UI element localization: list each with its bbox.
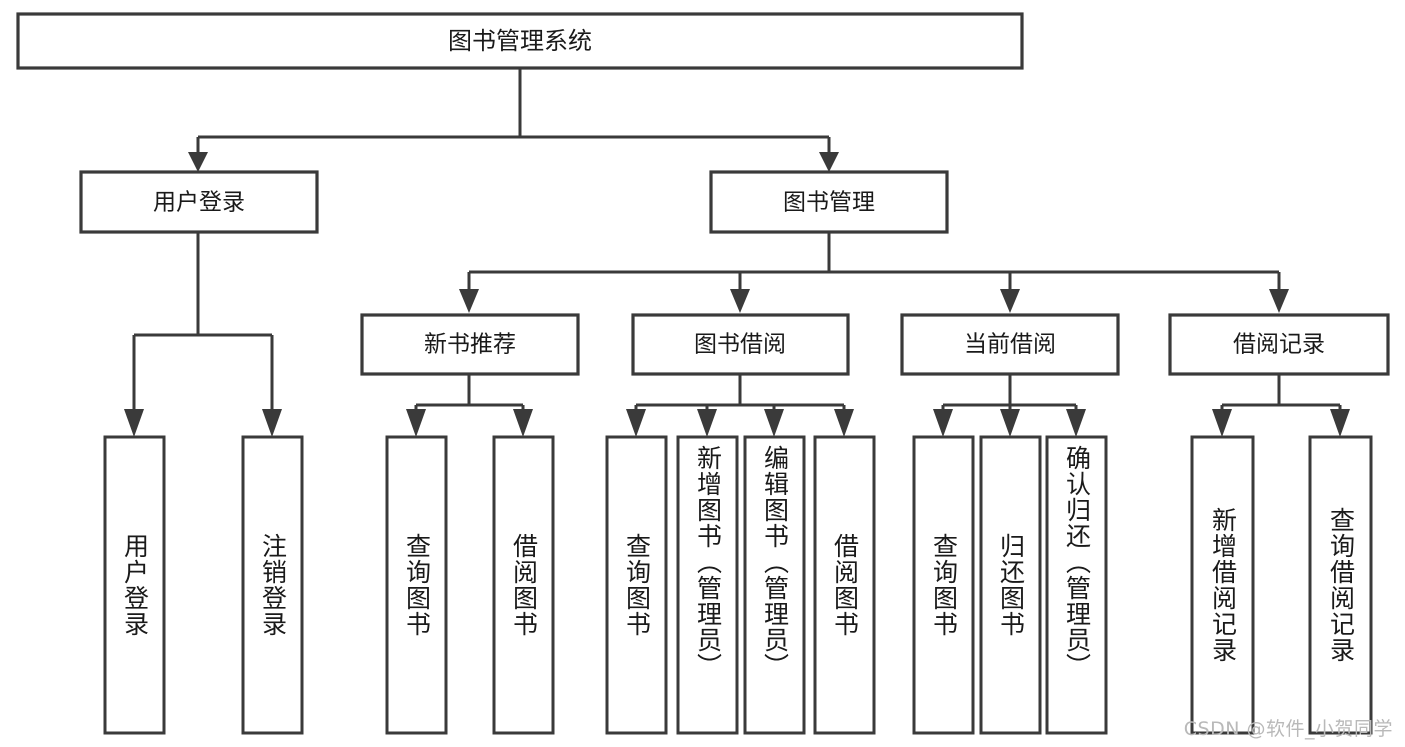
leaf-add-book-box[interactable] <box>676 435 739 735</box>
arrowhead-leaf-logout <box>262 409 282 437</box>
leaf-add-record-box[interactable] <box>1190 435 1255 735</box>
leaf-query-book-3[interactable]: 查询图书 <box>914 437 973 733</box>
new-book-recommend-label: 新书推荐 <box>424 332 516 358</box>
arrowhead-new-book-recommend <box>459 289 479 313</box>
node-user-login[interactable]: 用户登录 <box>79 170 319 234</box>
user-login-box[interactable] <box>79 170 319 234</box>
leaf-logout-label: 注销登录 <box>258 533 288 637</box>
leaf-borrow-book-1-label: 借阅图书 <box>509 533 539 637</box>
node-book-borrow[interactable]: 图书借阅 <box>631 313 850 376</box>
leaf-query-book-3-label: 查询图书 <box>929 533 959 637</box>
node-new-book-recommend[interactable]: 新书推荐 <box>360 313 580 376</box>
book-borrow-box[interactable] <box>631 313 850 376</box>
leaf-confirm-return-label: 确认归还（管理员） <box>1062 445 1092 679</box>
arrowhead-leaf-add-book <box>697 409 717 437</box>
leaf-query-record[interactable]: 查询借阅记录 <box>1310 437 1371 733</box>
leaf-confirm-return-box[interactable] <box>1045 435 1108 735</box>
leaf-borrow-book-2[interactable]: 借阅图书 <box>815 437 874 733</box>
leaf-query-book-1[interactable]: 查询图书 <box>387 437 446 733</box>
user-login-label: 用户登录 <box>153 190 245 216</box>
borrow-record-box[interactable] <box>1168 313 1390 376</box>
leaf-edit-book-box[interactable] <box>743 435 806 735</box>
new-book-recommend-box[interactable] <box>360 313 580 376</box>
leaf-query-book-2-box[interactable] <box>605 435 668 735</box>
leaf-query-book-2[interactable]: 查询图书 <box>607 437 666 733</box>
leaf-rect-layer <box>103 435 1373 735</box>
leaf-add-book-label: 新增图书（管理员） <box>693 445 723 679</box>
arrowhead-leaf-borrow-book-1 <box>513 409 533 437</box>
leaf-return-book[interactable]: 归还图书 <box>981 437 1040 733</box>
arrowhead-current-borrow <box>1000 289 1020 313</box>
arrowhead-leaf-confirm-return <box>1066 409 1086 437</box>
node-borrow-record[interactable]: 借阅记录 <box>1168 313 1390 376</box>
leaf-add-record-label: 新增借阅记录 <box>1208 507 1238 663</box>
leaf-borrow-book-2-box[interactable] <box>813 435 876 735</box>
arrowhead-leaf-add-record <box>1212 409 1232 437</box>
node-root[interactable]: 图书管理系统 <box>16 12 1024 70</box>
arrowhead-leaf-user-login <box>124 409 144 437</box>
csdn-watermark: CSDN @软件_小贺同学 <box>1183 718 1393 740</box>
node-current-borrow[interactable]: 当前借阅 <box>900 313 1120 376</box>
arrowhead-leaf-edit-book <box>764 409 784 437</box>
leaf-confirm-return[interactable]: 确认归还（管理员） <box>1047 437 1106 733</box>
leaf-borrow-book-1[interactable]: 借阅图书 <box>494 437 553 733</box>
leaf-logout-box[interactable] <box>241 435 304 735</box>
arrowhead-book-management <box>819 152 839 172</box>
leaf-return-book-box[interactable] <box>979 435 1042 735</box>
arrowhead-borrow-record <box>1269 289 1289 313</box>
arrowhead-leaf-borrow-book-2 <box>834 409 854 437</box>
arrowhead-leaf-query-record <box>1330 409 1350 437</box>
leaf-query-book-1-label: 查询图书 <box>402 533 432 637</box>
leaf-edit-book[interactable]: 编辑图书（管理员） <box>745 437 804 733</box>
leaf-borrow-book-1-box[interactable] <box>492 435 555 735</box>
arrowhead-leaf-query-book-1 <box>406 409 426 437</box>
leaf-add-record[interactable]: 新增借阅记录 <box>1192 437 1253 733</box>
book-borrow-label: 图书借阅 <box>694 332 786 358</box>
current-borrow-label: 当前借阅 <box>964 332 1056 358</box>
root-label: 图书管理系统 <box>448 27 592 55</box>
leaf-logout[interactable]: 注销登录 <box>243 437 302 733</box>
leaf-return-book-label: 归还图书 <box>996 533 1026 637</box>
arrowhead-leaf-query-book-3 <box>933 409 953 437</box>
book-management-box[interactable] <box>709 170 949 234</box>
node-book-management[interactable]: 图书管理 <box>709 170 949 234</box>
arrowhead-leaf-query-book-2 <box>626 409 646 437</box>
connector-layer <box>124 68 1350 437</box>
arrowhead-book-borrow <box>730 289 750 313</box>
borrow-record-label: 借阅记录 <box>1233 332 1325 358</box>
current-borrow-box[interactable] <box>900 313 1120 376</box>
leaf-add-book[interactable]: 新增图书（管理员） <box>678 437 737 733</box>
root-box[interactable] <box>16 12 1024 70</box>
leaf-query-record-box[interactable] <box>1308 435 1373 735</box>
book-management-label: 图书管理 <box>783 190 875 216</box>
leaf-user-login[interactable]: 用户登录 <box>105 437 164 733</box>
arrowhead-leaf-return-book <box>1000 409 1020 437</box>
leaf-query-book-1-box[interactable] <box>385 435 448 735</box>
leaf-query-record-label: 查询借阅记录 <box>1326 507 1356 663</box>
leaf-query-book-3-box[interactable] <box>912 435 975 735</box>
leaf-user-login-box[interactable] <box>103 435 166 735</box>
leaf-user-login-label: 用户登录 <box>120 533 150 637</box>
leaf-edit-book-label: 编辑图书（管理员） <box>760 445 790 679</box>
leaf-borrow-book-2-label: 借阅图书 <box>830 533 860 637</box>
arrowhead-user-login <box>188 152 208 172</box>
leaf-query-book-2-label: 查询图书 <box>622 533 652 637</box>
